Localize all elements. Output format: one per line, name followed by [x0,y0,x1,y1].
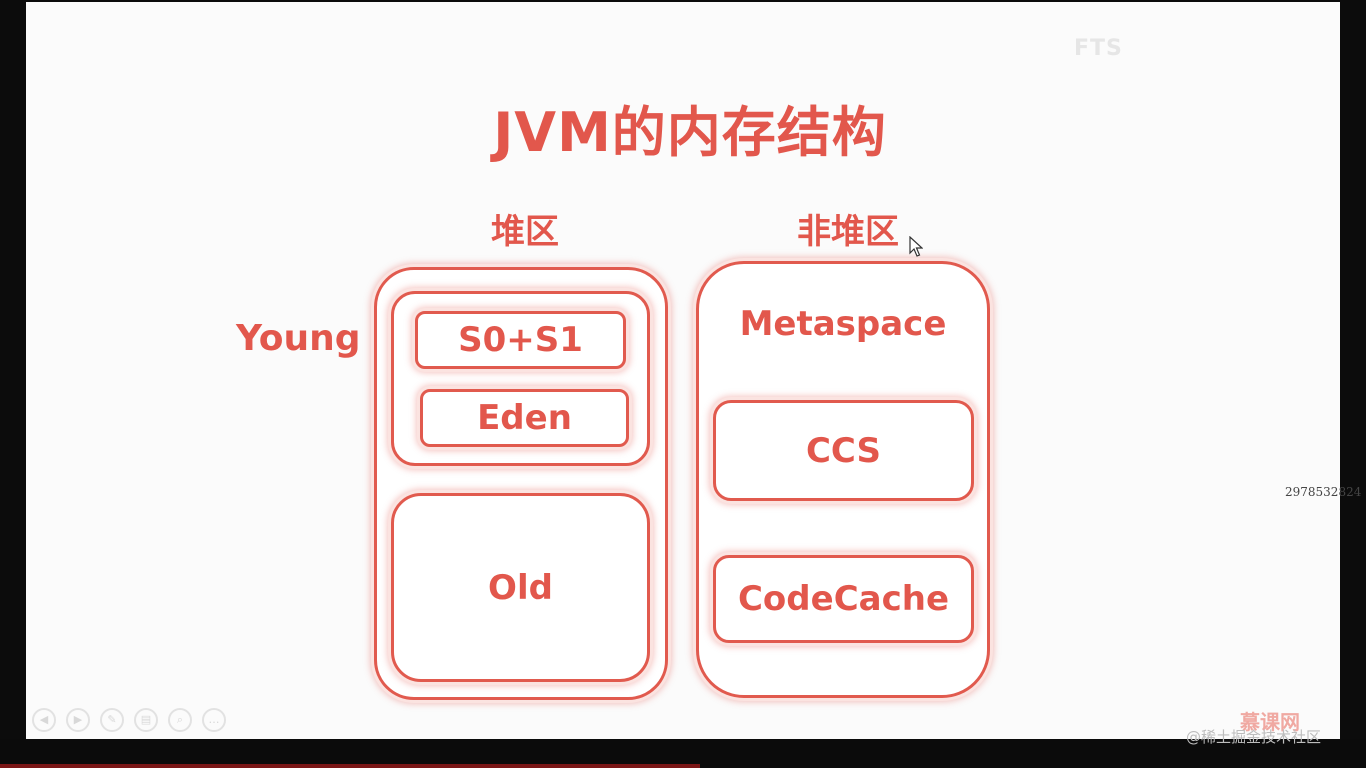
bottom-bar [0,739,1366,768]
watermark-id: 2978532824 [1285,485,1362,499]
eden-label: Eden [477,398,572,438]
code-cache-box: CodeCache [713,555,974,643]
non-heap-heading: 非堆区 [797,212,899,252]
prev-icon[interactable]: ◀ [32,708,56,732]
watermark-top: FTS [1074,36,1123,61]
progress-bar [0,764,700,768]
ccs-box: CCS [713,400,974,501]
metaspace-label: Metaspace [739,304,947,344]
young-label: Young [236,318,361,359]
slide [26,2,1340,739]
old-label: Old [488,567,553,608]
s0-s1-label: S0+S1 [458,320,583,360]
s0-s1-box: S0+S1 [415,311,626,369]
old-box: Old [391,493,650,682]
mouse-cursor-icon [909,236,923,257]
slide-title: JVM的内存结构 [493,101,887,164]
pen-icon[interactable]: ✎ [100,708,124,732]
watermark-brand: 慕课网 [1240,710,1300,734]
heap-heading: 堆区 [491,212,559,252]
eden-box: Eden [420,389,629,447]
slides-icon[interactable]: ▤ [134,708,158,732]
watermark-community: @稀土掘金技术社区 [1186,728,1322,746]
next-icon[interactable]: ▶ [66,708,90,732]
zoom-icon[interactable]: ⌕ [168,708,192,732]
slideshow-controls: ◀ ▶ ✎ ▤ ⌕ … [32,708,226,732]
code-cache-label: CodeCache [737,579,950,619]
ccs-label: CCS [805,430,882,471]
more-icon[interactable]: … [202,708,226,732]
